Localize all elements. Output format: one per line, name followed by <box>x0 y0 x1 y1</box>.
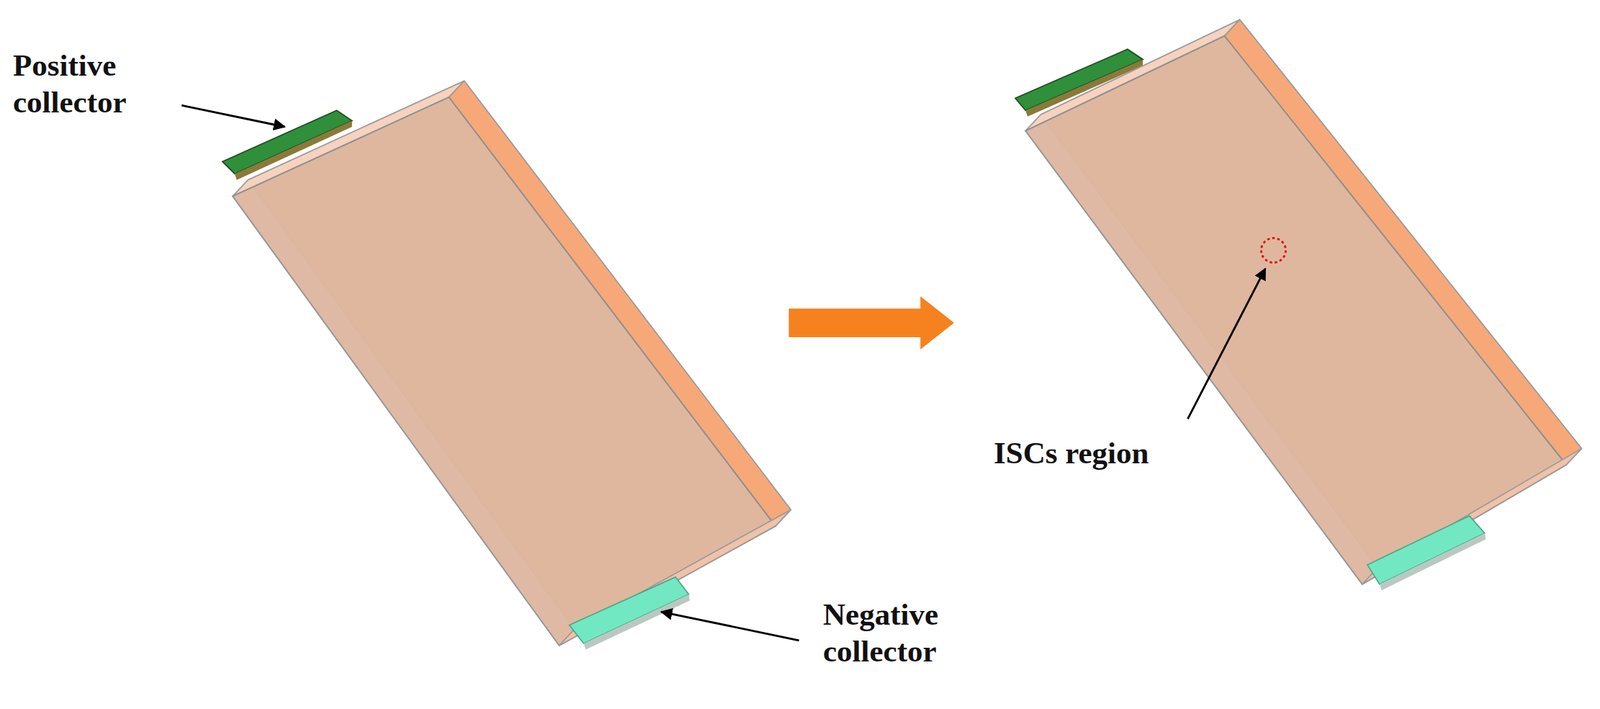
isc-region-marker <box>1261 237 1287 263</box>
negative-tab <box>569 576 690 644</box>
part-label: ISCs region <box>993 434 1149 472</box>
negative-tab <box>1367 515 1485 584</box>
part-label: Positive collector <box>12 47 179 121</box>
part-label: Negative collector <box>823 596 1004 669</box>
battery-cell <box>1015 19 1582 590</box>
leader-arrow <box>181 105 285 127</box>
leader-arrow <box>661 611 799 641</box>
leader-arrow <box>1187 268 1266 419</box>
battery-cell <box>222 80 791 649</box>
transition-arrow <box>788 295 955 350</box>
